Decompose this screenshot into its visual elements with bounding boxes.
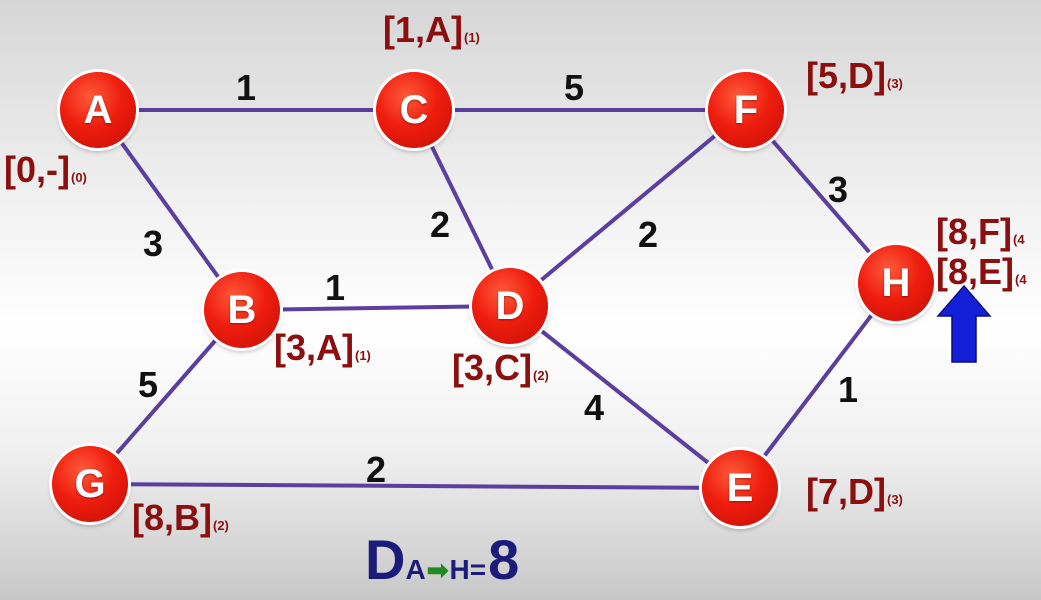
- label-e-sub: (3): [887, 492, 903, 507]
- node-e-letter: E: [726, 466, 754, 510]
- label-b-text: [3,A]: [274, 327, 354, 368]
- edge-a-b: [96, 108, 244, 312]
- label-f-text: [5,D]: [806, 55, 886, 96]
- weight-f-h: 3: [828, 169, 849, 210]
- label-g-text: [8,B]: [132, 497, 212, 538]
- label-c-sub: (1): [464, 30, 480, 45]
- node-e: E: [702, 450, 778, 526]
- node-f-letter: F: [733, 88, 759, 132]
- label-c-text: [1,A]: [383, 9, 463, 50]
- node-g-letter: G: [74, 462, 106, 506]
- label-f-sub: (3): [887, 76, 903, 91]
- label-h-second: [8,E](4: [936, 254, 1027, 290]
- node-c-letter: C: [399, 88, 429, 132]
- weight-b-g: 5: [138, 364, 159, 405]
- edge-e-h: [738, 281, 898, 490]
- node-g: G: [52, 446, 128, 522]
- label-h-second-text: [8,E]: [936, 251, 1015, 292]
- label-a-sub: (0): [71, 170, 87, 185]
- edge-d-f: [508, 108, 748, 308]
- weight-g-e: 2: [366, 449, 387, 490]
- label-f: [5,D](3): [806, 58, 903, 94]
- node-a: A: [60, 72, 136, 148]
- node-d: D: [472, 268, 548, 344]
- formula-equals: =: [469, 554, 487, 585]
- label-h-first: [8,F](4: [936, 214, 1025, 250]
- node-b-letter: B: [227, 288, 257, 332]
- label-g: [8,B](2): [132, 500, 229, 536]
- weight-b-d: 1: [325, 267, 346, 308]
- node-b: B: [204, 272, 280, 348]
- label-h-first-sub: (4: [1013, 232, 1025, 247]
- weight-d-e: 4: [584, 387, 605, 428]
- node-c: C: [376, 72, 452, 148]
- label-d: [3,C](2): [452, 350, 549, 386]
- node-h: H: [858, 245, 934, 321]
- node-f: F: [708, 72, 784, 148]
- label-d-text: [3,C]: [452, 347, 532, 388]
- label-a-text: [0,-]: [4, 149, 70, 190]
- shortest-distance-formula: D A ➡ H = 8: [365, 532, 519, 588]
- edge-g-e: [88, 482, 742, 490]
- right-arrow-icon: ➡: [426, 555, 449, 585]
- label-g-sub: (2): [213, 518, 229, 533]
- label-a: [0,-](0): [4, 152, 87, 188]
- label-b-sub: (1): [355, 348, 371, 363]
- weight-c-d: 2: [430, 204, 451, 245]
- label-e: [7,D](3): [806, 474, 903, 510]
- label-e-text: [7,D]: [806, 471, 886, 512]
- label-b: [3,A](1): [274, 330, 371, 366]
- formula-value: 8: [488, 528, 520, 591]
- weight-a-c: 1: [236, 67, 257, 108]
- label-d-sub: (2): [533, 368, 549, 383]
- weight-c-f: 5: [564, 67, 585, 108]
- weight-d-f: 2: [638, 214, 659, 255]
- up-arrow-icon: [936, 284, 992, 363]
- formula-from: A: [405, 554, 426, 585]
- label-h-first-text: [8,F]: [936, 211, 1012, 252]
- node-a-letter: A: [83, 88, 113, 132]
- label-c: [1,A](1): [383, 12, 480, 48]
- label-h-second-sub: (4: [1015, 272, 1027, 287]
- formula-d: D: [365, 528, 406, 591]
- weight-e-h: 1: [838, 369, 859, 410]
- node-d-letter: D: [495, 284, 525, 328]
- edge-d-e: [508, 304, 742, 490]
- formula-to: H: [449, 554, 470, 585]
- edge-b-d: [240, 304, 512, 312]
- weight-a-b: 3: [143, 223, 164, 264]
- node-h-letter: H: [881, 261, 911, 305]
